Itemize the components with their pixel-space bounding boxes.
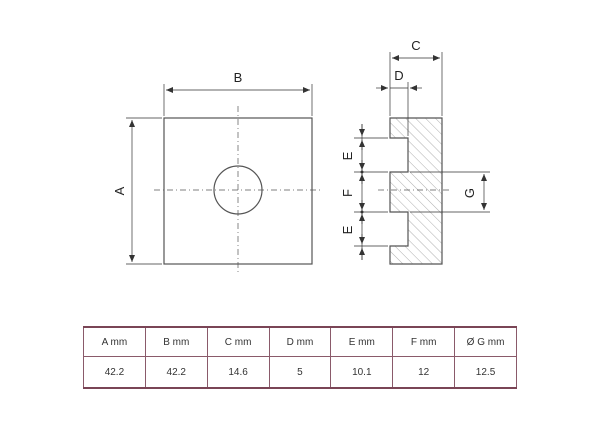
header-d: D mm: [268, 326, 332, 357]
dimension-table: A mm B mm C mm D mm E mm F mm Ø G mm 42.…: [83, 326, 517, 389]
side-view-section: [389, 117, 443, 265]
side-view: [378, 117, 452, 265]
header-c: C mm: [206, 326, 270, 357]
dimension-e-f-e: E F E: [340, 124, 388, 260]
value-f: 12: [392, 356, 456, 389]
dimension-f-label: F: [340, 189, 355, 197]
dimension-d: D: [376, 68, 422, 136]
dimension-c: C: [389, 38, 443, 116]
header-f: F mm: [392, 326, 456, 357]
dimension-g-label: G: [462, 188, 477, 198]
front-view: [154, 106, 322, 274]
value-d: 5: [268, 356, 332, 389]
value-g: 12.5: [454, 356, 517, 389]
dimension-a-label: A: [112, 186, 127, 195]
header-a: A mm: [83, 326, 146, 357]
value-a: 42.2: [83, 356, 146, 389]
table-header-row: A mm B mm C mm D mm E mm F mm Ø G mm: [83, 326, 517, 357]
header-g: Ø G mm: [454, 326, 517, 357]
dimension-g: G: [410, 171, 490, 213]
dimension-d-label: D: [394, 68, 403, 83]
dimension-a: A: [112, 117, 162, 265]
dimension-b: B: [163, 70, 313, 116]
header-b: B mm: [144, 326, 208, 357]
value-e: 10.1: [330, 356, 394, 389]
dimension-b-label: B: [234, 70, 243, 85]
value-b: 42.2: [144, 356, 208, 389]
dimension-e-bottom-label: E: [340, 225, 355, 234]
dimension-c-label: C: [411, 38, 420, 53]
value-c: 14.6: [206, 356, 270, 389]
header-e: E mm: [330, 326, 394, 357]
table-row: 42.2 42.2 14.6 5 10.1 12 12.5: [83, 356, 517, 389]
dimension-e-top-label: E: [340, 151, 355, 160]
front-view-square: [163, 117, 313, 265]
